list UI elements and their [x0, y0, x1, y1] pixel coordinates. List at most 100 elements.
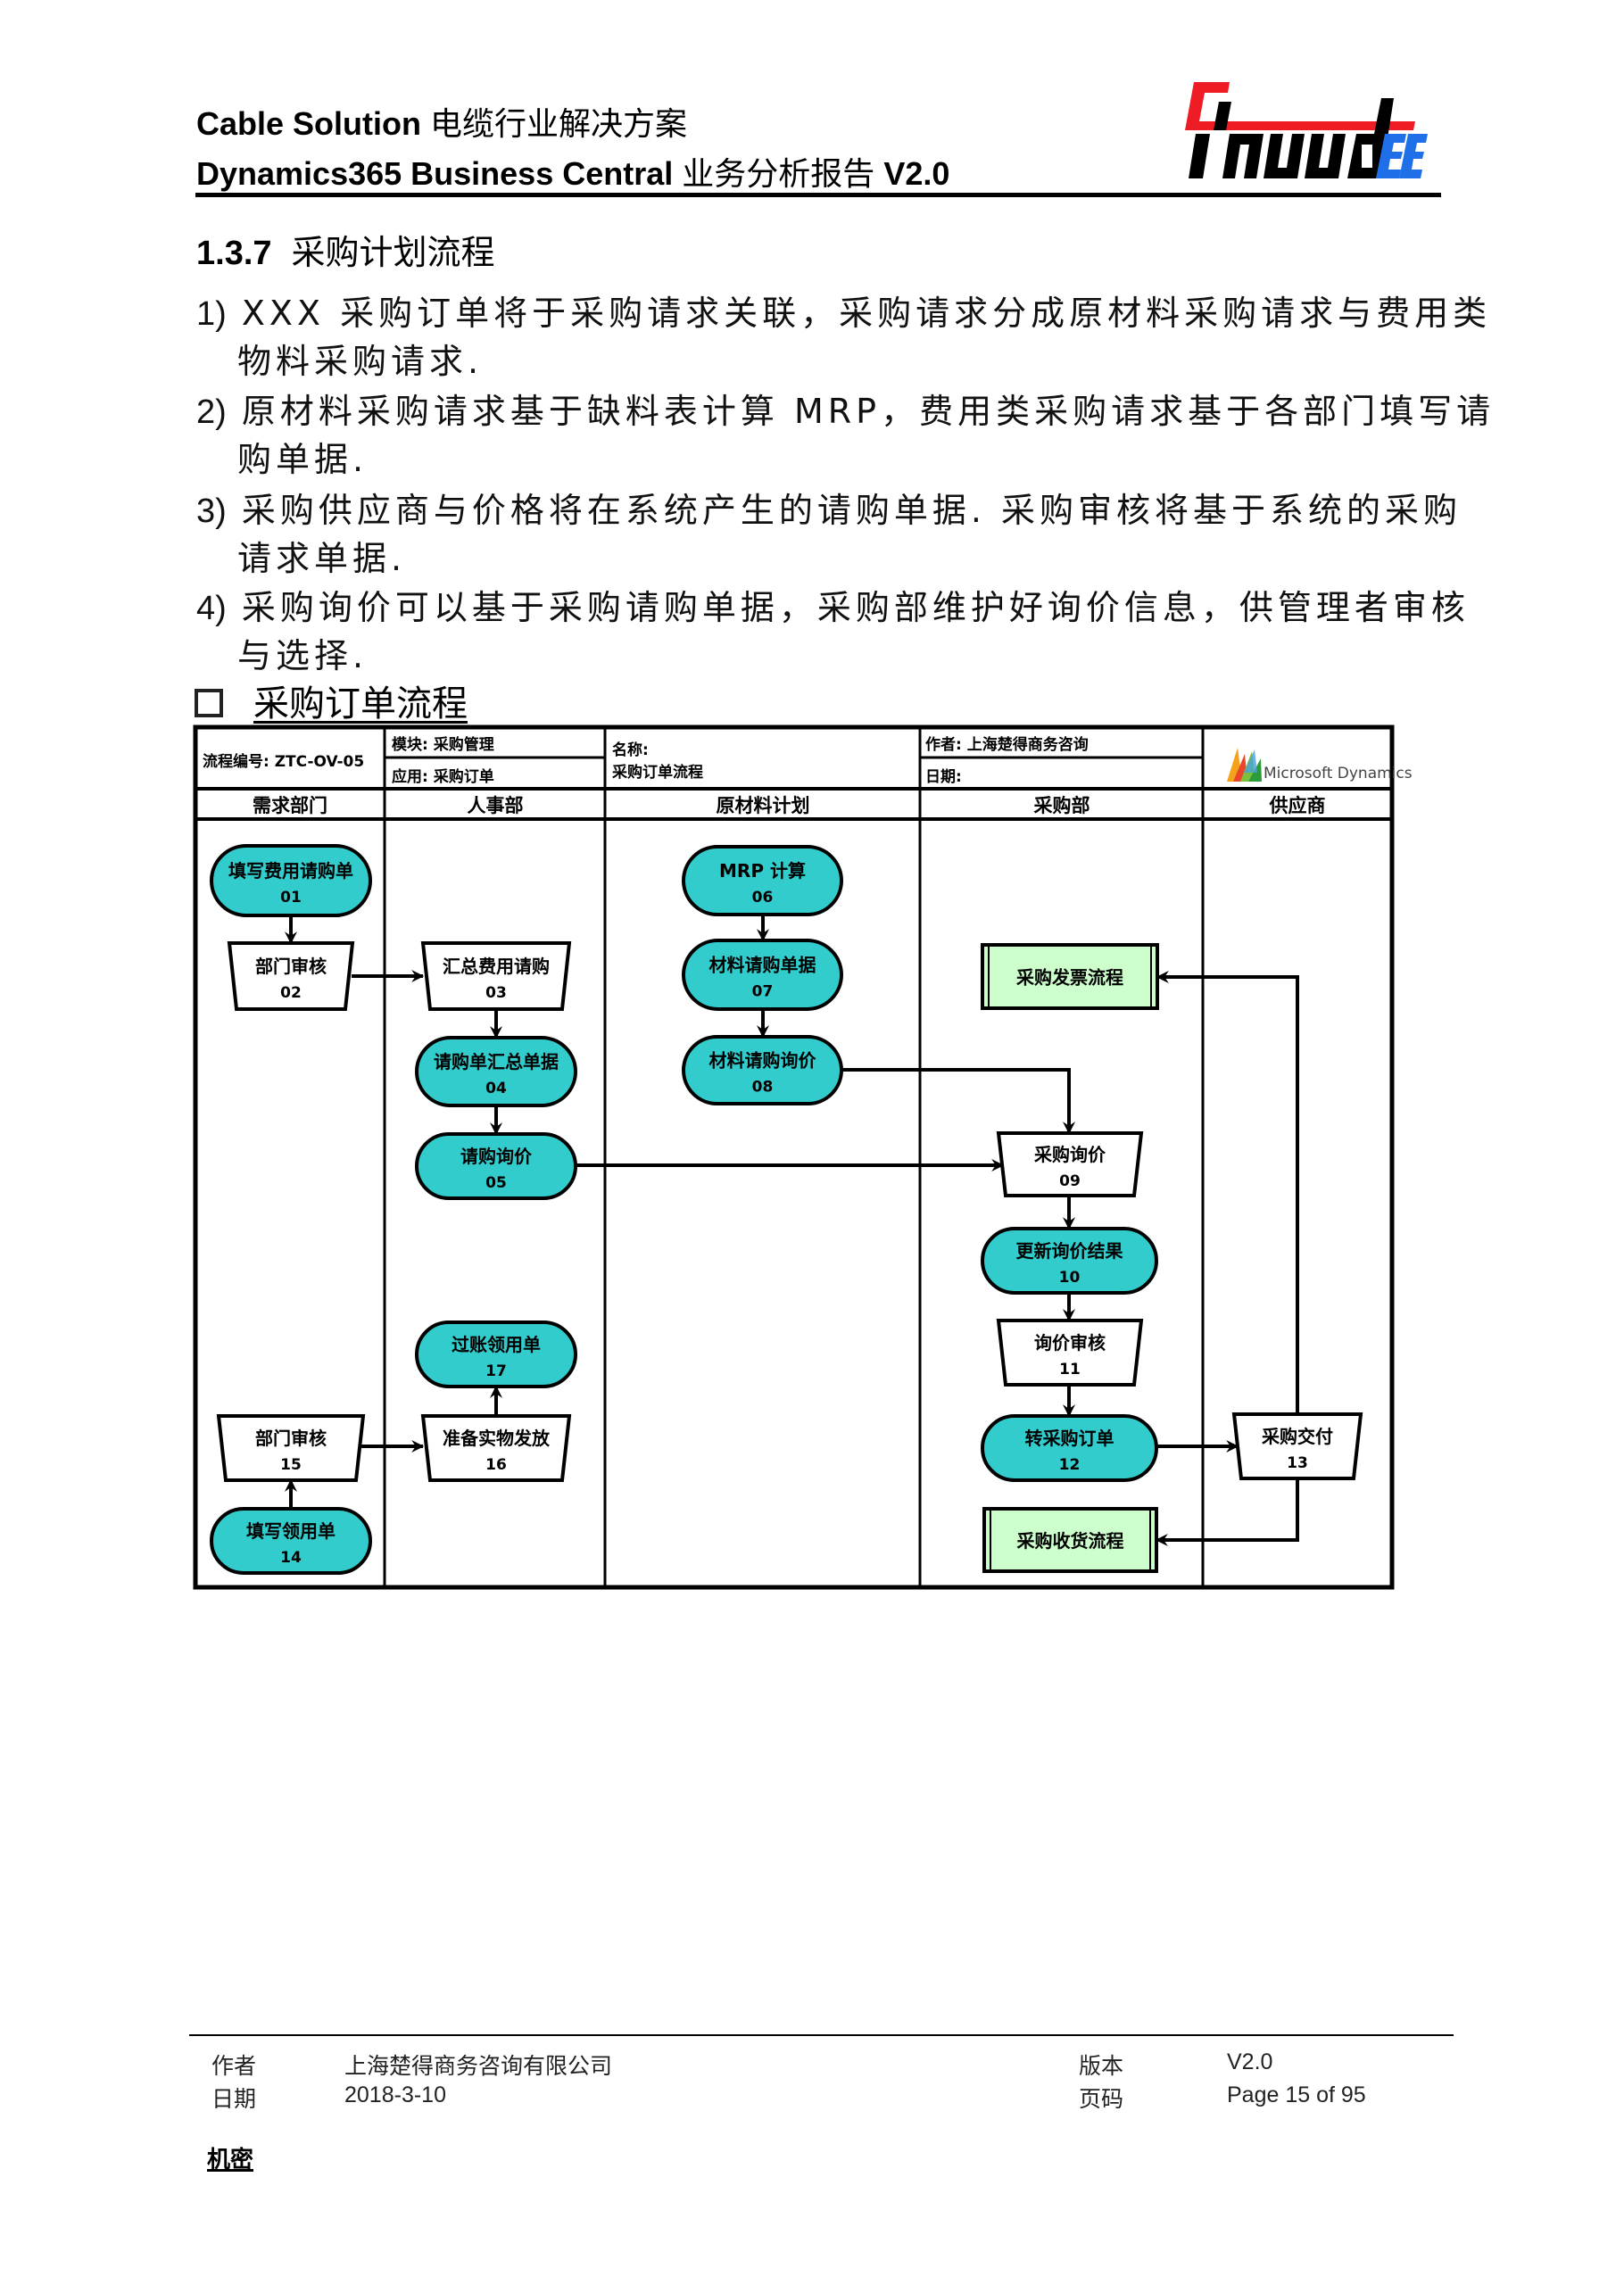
node-label: 询价审核 [1034, 1332, 1106, 1354]
lane-header-hr: 人事部 [468, 795, 524, 816]
node-label: 转采购订单 [1025, 1428, 1114, 1449]
flow-node-inv: 采购发票流程 [981, 943, 1159, 1010]
node-label: MRP 计算 [719, 860, 806, 882]
edge-08-09 [841, 1068, 1075, 1135]
node-shape [415, 1320, 577, 1388]
header-rule [195, 193, 1441, 197]
node-number: 05 [485, 1174, 507, 1192]
flow-node-08: 材料请购询价 08 [682, 1035, 843, 1105]
dynamics-flag-icon [1227, 748, 1262, 782]
node-shape [216, 1414, 366, 1482]
flow-node-17: 过账领用单 17 [415, 1320, 577, 1388]
node-shape [682, 845, 843, 916]
flow-node-04: 请购单汇总单据 04 [415, 1036, 577, 1107]
node-label: 部门审核 [255, 1428, 327, 1449]
paragraph-text: 采购询价可以基于采购请购单据，采购部维护好询价信息，供管理者审核 [241, 588, 1470, 627]
list-number: 1) [196, 295, 227, 333]
node-label: 部门审核 [255, 956, 327, 977]
flow-code: 流程编号: ZTC-OV-05 [203, 752, 364, 771]
node-label: 准备实物发放 [443, 1428, 551, 1449]
lane-header-purchasing: 采购部 [1034, 795, 1090, 816]
list-number: 3) [196, 493, 227, 530]
node-label: 过账领用单 [452, 1334, 541, 1355]
header-version: V2.0 [883, 155, 950, 192]
flow-node-12: 转采购订单 12 [981, 1414, 1158, 1482]
square-bullet-icon [195, 689, 223, 717]
node-shape [996, 1319, 1144, 1387]
paragraph-2-line-2: 购单据. [237, 440, 369, 479]
node-label: 材料请购询价 [709, 1050, 817, 1072]
microsoft-dynamics-logo: Microsoft Dynamics [1227, 748, 1413, 782]
footer-author-value: 上海楚得商务咨询有限公司 [344, 2053, 613, 2079]
application-label: 应用: 采购订单 [392, 767, 494, 786]
node-number: 14 [280, 1549, 302, 1567]
confidential-label: 机密 [207, 2147, 254, 2173]
chudee-logo-icon [1185, 82, 1428, 178]
node-shape [682, 939, 843, 1011]
header-cn: 业务分析报告 [682, 156, 875, 193]
flow-node-01: 填写费用请购单 01 [210, 844, 372, 917]
flow-diagram: 流程编号: ZTC-OV-05 模块: 采购管理 应用: 采购订单 名称: 采购… [193, 724, 1413, 1590]
flow-node-06: MRP 计算 06 [682, 845, 843, 916]
header-cn: 电缆行业解决方案 [430, 106, 688, 143]
node-number: 09 [1059, 1172, 1081, 1190]
node-shape [982, 1507, 1158, 1573]
paragraph-4-line-1: 4) 采购询价可以基于采购请购单据，采购部维护好询价信息，供管理者审核 [196, 580, 1470, 629]
node-number: 02 [280, 984, 302, 1002]
node-label: 填写费用请购单 [228, 860, 353, 882]
edge-13-invoice [1156, 971, 1299, 1414]
node-number: 01 [280, 889, 302, 907]
author-label: 作者: 上海楚得商务咨询 [925, 735, 1089, 754]
node-number: 12 [1059, 1456, 1081, 1474]
company-logo [1178, 80, 1428, 180]
footer-page-label: 页码 [1079, 2086, 1124, 2112]
name-label: 名称: [612, 741, 649, 759]
section-number: 1.3.7 [196, 235, 272, 272]
node-label: 汇总费用请购 [443, 956, 550, 977]
paragraph-1-line-2: 物料采购请求. [237, 342, 484, 381]
paragraph-text: 原材料采购请求基于缺料表计算 MRP，费用类采购请求基于各部门填写请 [241, 392, 1496, 431]
node-number: 08 [752, 1079, 774, 1097]
paragraph-text: 采购供应商与价格将在系统产生的请购单据. 采购审核将基于系统的采购 [241, 491, 1462, 530]
footer-author-label: 作者 [211, 2053, 257, 2079]
lane-header-supplier: 供应商 [1269, 795, 1326, 816]
node-number: 10 [1059, 1269, 1081, 1287]
paragraph-2-line-1: 2) 原材料采购请求基于缺料表计算 MRP，费用类采购请求基于各部门填写请 [196, 384, 1495, 433]
node-label: 请购单汇总单据 [434, 1051, 559, 1072]
node-number: 07 [752, 983, 774, 1001]
flow-nodes: 填写费用请购单01部门审核02汇总费用请购03请购单汇总单据04请购询价05MR… [210, 844, 1363, 1575]
node-number: 04 [485, 1080, 507, 1097]
node-shape [415, 1132, 577, 1200]
list-number: 2) [196, 393, 227, 431]
footer-page-value: Page 15 of 95 [1227, 2082, 1366, 2107]
node-label: 采购交付 [1262, 1426, 1333, 1447]
header-title-line2: Dynamics365 Business Central 业务分析报告 V2.0 [196, 148, 949, 195]
node-label: 采购收货流程 [1017, 1530, 1124, 1552]
connectors [285, 915, 1299, 1546]
flow-node-rcv: 采购收货流程 [982, 1507, 1158, 1573]
node-shape [210, 844, 372, 917]
node-number: 16 [485, 1456, 507, 1474]
node-number: 17 [485, 1362, 507, 1380]
node-label: 采购发票流程 [1016, 967, 1123, 989]
footer-date-value: 2018-3-10 [344, 2082, 446, 2107]
node-shape [415, 1036, 577, 1107]
date-label: 日期: [925, 768, 962, 786]
lane-header-demand-dept: 需求部门 [253, 795, 327, 816]
paragraph-4-line-2: 与选择. [237, 636, 369, 675]
module-label: 模块: 采购管理 [392, 735, 494, 754]
node-shape [227, 941, 355, 1011]
node-number: 06 [752, 889, 774, 907]
paragraph-text: XXX 采购订单将于采购请求关联，采购请求分成原材料采购请求与费用类 [241, 294, 1492, 333]
brand-text: Microsoft Dynamics [1264, 765, 1413, 782]
subsection-heading: 采购订单流程 [195, 675, 468, 726]
header-latin: Cable Solution [196, 105, 421, 142]
node-shape [420, 941, 572, 1011]
header-latin: Dynamics365 Business Central [196, 155, 674, 192]
